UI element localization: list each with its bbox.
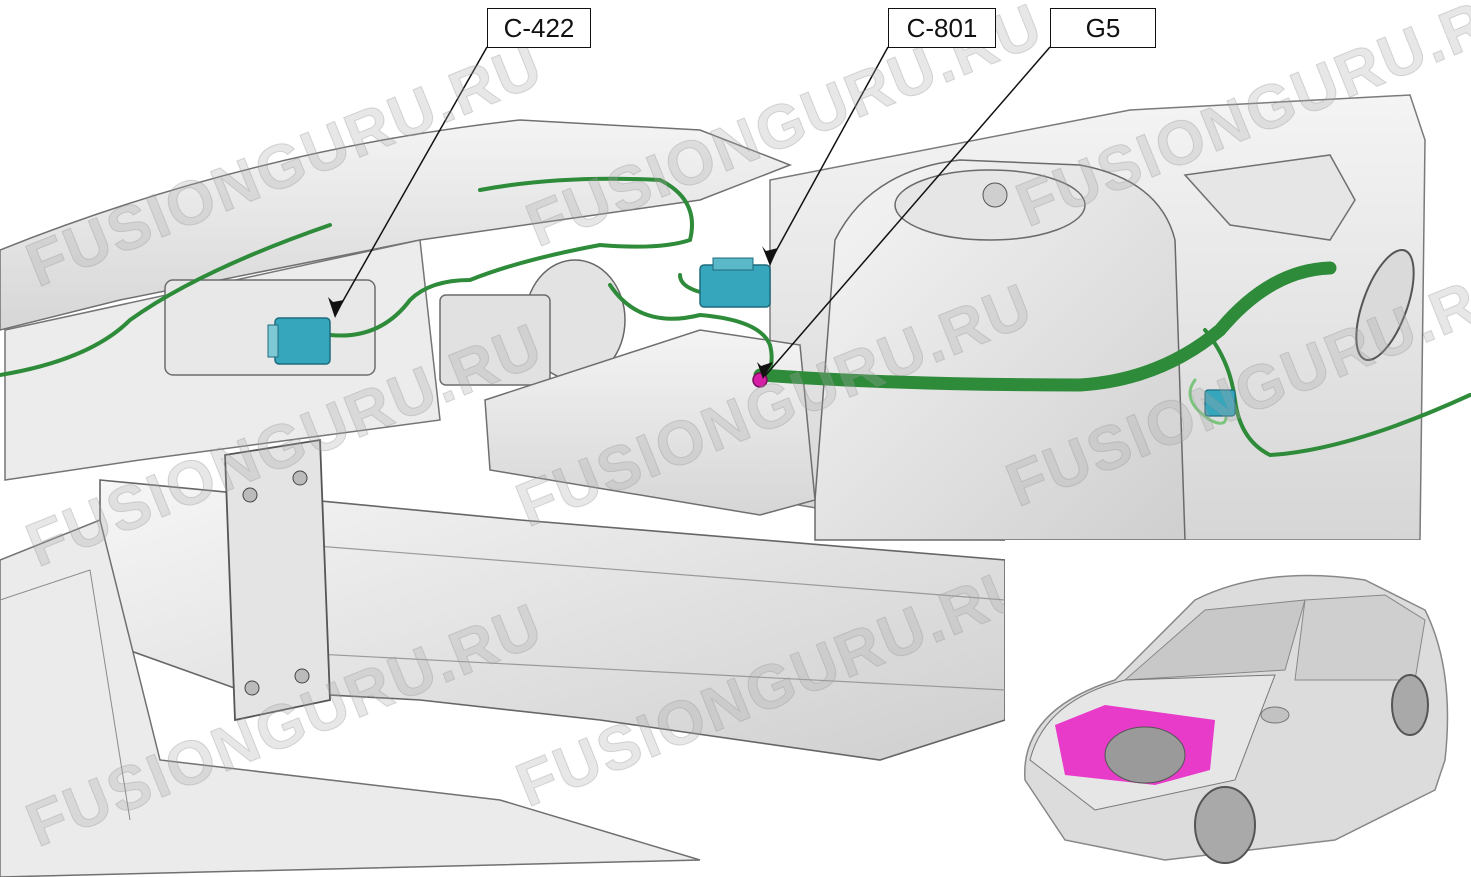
windshield [1123,599,1306,681]
rear-wheel [1391,674,1429,736]
callout-c422: C-422 [487,8,591,48]
callout-g5: G5 [1050,8,1156,48]
arrowhead-c422 [328,297,344,318]
callout-c801: C-801 [888,8,996,48]
horn [1355,248,1415,362]
inner-rail [484,329,816,516]
connector-c801-body [699,257,771,308]
upper-support [0,119,793,331]
connector-c422-body [267,317,331,365]
arrowhead-g5 [757,362,773,379]
front-wheel [1194,786,1256,864]
callout-leaders [334,46,1051,377]
bumper-mount-plate [224,438,331,722]
vehicle-illustration [1024,574,1449,864]
side-windows [1294,594,1426,681]
strut-tower [814,159,1186,541]
vehicle-location-inset [1005,540,1467,875]
horn-bracket [1183,154,1356,241]
arrowhead-c801 [762,246,778,266]
mirror [1260,706,1290,724]
engine-block [1104,726,1186,784]
connector-rear-body [1204,389,1236,417]
lower-rail [0,518,701,877]
wiring-harness [0,176,1471,458]
